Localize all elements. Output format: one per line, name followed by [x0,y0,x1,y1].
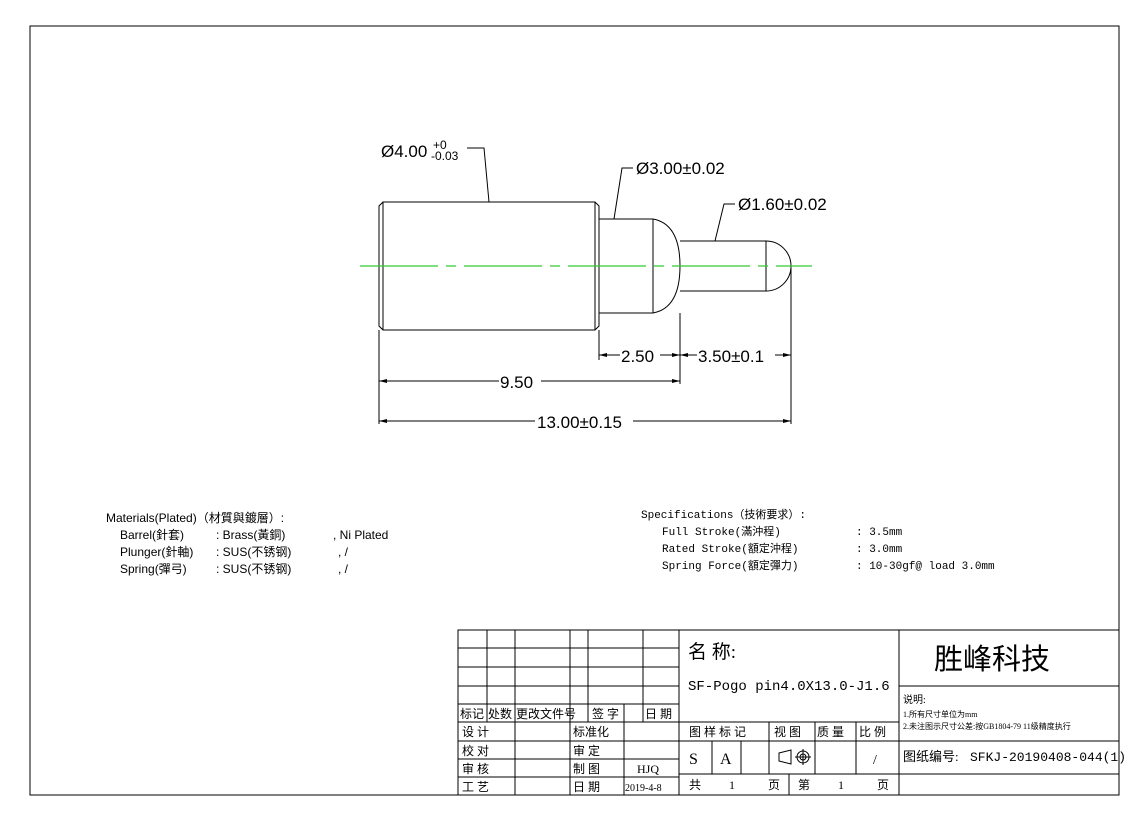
leader-d160 [714,203,735,242]
leaders [467,147,735,242]
scale-value: / [873,753,877,768]
dim-len-350: 3.50±0.1 [698,347,764,366]
dim-d400-tol-lower: -0.03 [431,149,459,163]
drawing-no-label: 图纸编号: [903,749,959,764]
dimension-texts: Ø4.00 +0 -0.03 Ø3.00±0.02 Ø1.60±0.02 2.5… [381,138,827,432]
page-unit: 页 [877,778,889,792]
dim-len-250: 2.50 [621,347,654,366]
stage-header: 质 量 [817,725,844,739]
sign-role: 审 定 [573,743,600,758]
sign-role: 校 对 [462,743,489,758]
rev-header: 签 字 [592,706,619,721]
spec-value: : 10-30gf@ load 3.0mm [856,561,995,573]
dim-d400-base: Ø4.00 [381,142,427,161]
sheet-no: 1 [838,778,844,792]
spec-value: : 3.0mm [856,544,903,556]
rev-header: 日 期 [645,707,672,721]
sign-date: 2019-4-8 [625,783,662,794]
material-plating: , / [338,562,349,576]
dim-d160: Ø1.60±0.02 [738,195,827,214]
sign-role: 工 艺 [462,780,489,794]
material-part: Spring(彈弓) [120,562,187,576]
specifications-block: Specifications（技術要求）: Full Stroke(滿沖程) :… [641,508,995,573]
spec-label: Full Stroke(滿沖程) [662,525,781,539]
part-name: SF-Pogo pin4.0X13.0-J1.6 [688,679,890,695]
leader-d400 [467,147,490,203]
sign-role: 标准化 [573,725,609,739]
leader-d300 [613,167,633,220]
material-plating: , / [338,545,349,559]
rev-header: 处数 [488,706,512,721]
title-block-texts: 标记 处数 更改文件号 签 字 日 期 设 计 标准化 校 对 审 定 审 核 … [460,641,1126,794]
sheet-no-label: 第 [798,778,810,792]
page-unit: 页 [768,778,780,792]
dim-len-1300: 13.00±0.15 [537,413,622,432]
note-item: 2.未注图示尺寸公差:按GB1804-79 11级精度执行 [903,721,1071,731]
specs-title: Specifications（技術要求）: [641,508,806,522]
stage-value: A [720,751,732,768]
spec-label: Spring Force(額定彈力) [662,558,798,573]
materials-block: Materials(Plated)（材質與鍍層）: Barrel(針套) : B… [106,510,388,576]
sign-role: 审 核 [462,761,489,776]
dim-len-950: 9.50 [500,373,533,392]
arrow [783,353,791,357]
material-part: Barrel(針套) [120,527,184,542]
dim-d400: Ø4.00 [381,142,427,161]
arrow [379,419,387,423]
sheet-border [29,25,1120,796]
dimension-lines [378,268,792,424]
dim-d300: Ø3.00±0.02 [636,159,725,178]
materials-title: Materials(Plated)（材質與鍍層）: [106,510,284,525]
drawing-no: SFKJ-20190408-044(1) [970,750,1126,765]
arrow [783,419,791,423]
arrow [599,353,607,357]
material-plating: , Ni Plated [333,528,388,542]
arrow [379,379,387,383]
projection-symbol-icon [778,749,811,765]
material-name: : Brass(黃銅) [216,528,285,542]
stage-header: 图 样 标 记 [689,724,746,739]
stage-value: S [689,751,698,768]
sign-role: 日 期 [573,780,600,794]
sign-role: 设 计 [462,725,489,739]
sheet-total-label: 共 [689,778,701,792]
note-item: 1.所有尺寸单位为mm [903,709,978,719]
arrow [672,379,680,383]
spec-value: : 3.5mm [856,527,903,539]
title-block [457,629,1120,796]
arrow [672,353,680,357]
stage-header: 比 例 [859,725,886,739]
spec-label: Rated Stroke(額定沖程) [662,541,798,556]
material-name: : SUS(不锈钢) [216,562,291,576]
rev-header: 更改文件号 [516,706,576,721]
notes-title: 说明: [903,693,926,706]
name-label: 名 称: [688,641,736,663]
sign-role: 制 图 [573,762,600,776]
sign-name: HJQ [637,762,659,776]
sheet-total: 1 [729,778,735,792]
rev-header: 标记 [460,707,484,721]
dim-d400-tol-upper: +0 [433,138,447,152]
company-name: 胜峰科技 [934,643,1050,676]
arrow [680,353,688,357]
material-name: : SUS(不锈钢) [216,545,291,559]
dimension-arrows [379,353,791,423]
material-part: Plunger(針軸) [120,544,193,559]
stage-header: 视 图 [774,724,801,739]
